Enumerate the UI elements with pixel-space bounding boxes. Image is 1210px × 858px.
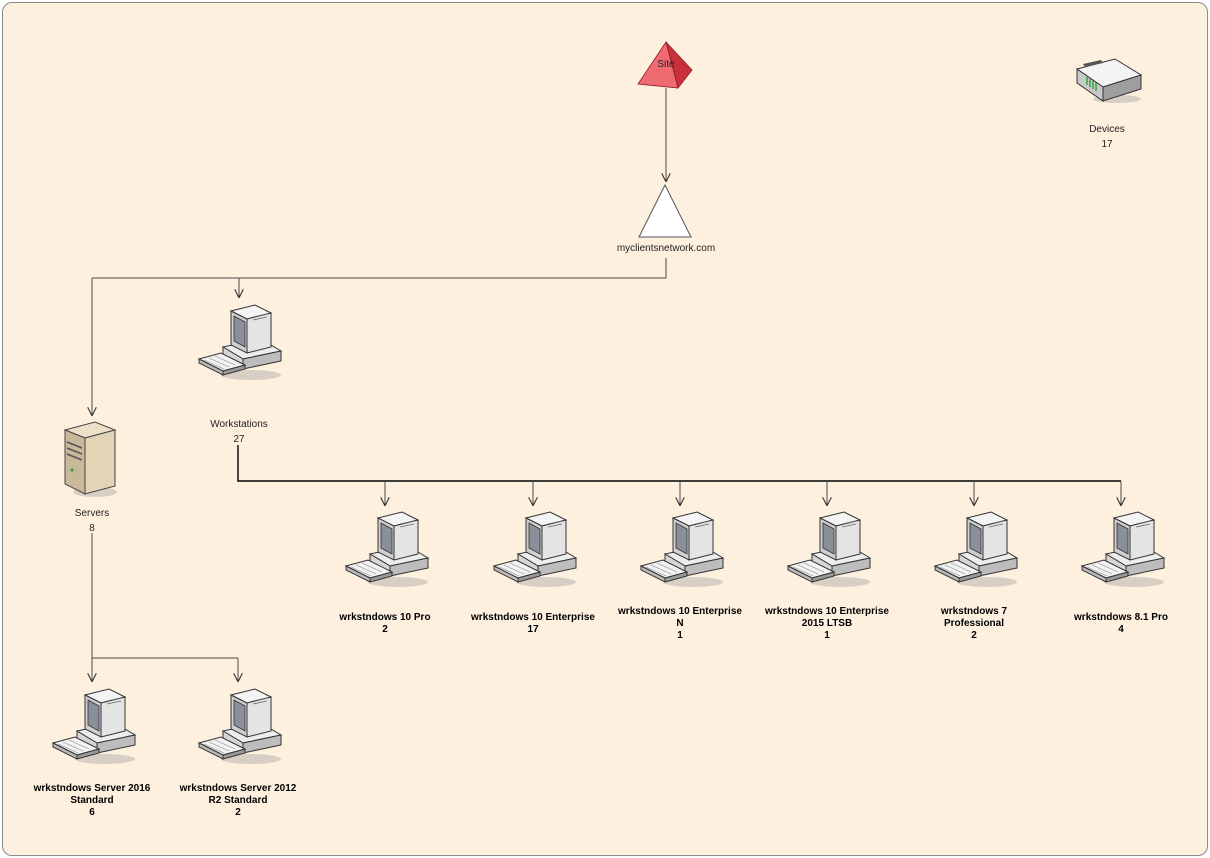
workstation-icon[interactable]	[637, 508, 727, 590]
workstation-icon[interactable]	[1078, 508, 1168, 590]
workstation-icon[interactable]	[195, 301, 285, 383]
workstation-icon[interactable]	[342, 508, 432, 590]
servers-bus	[91, 533, 238, 659]
workstation-icon[interactable]	[490, 508, 580, 590]
connector-lines	[3, 88, 1208, 856]
workstation-icon[interactable]	[195, 685, 285, 767]
site-label: Site	[657, 59, 675, 70]
site-pyramid-icon[interactable]	[636, 40, 694, 90]
domain-label: myclientsnetwork.com	[616, 243, 716, 254]
server-tower-icon[interactable]	[59, 418, 121, 500]
workstation-icon[interactable]	[49, 685, 139, 767]
workstations-bus	[237, 445, 1121, 482]
domain-triangle-icon[interactable]	[637, 183, 693, 239]
network-device-icon[interactable]	[1073, 55, 1145, 105]
workstation-icon[interactable]	[931, 508, 1021, 590]
connector-domain-branch	[92, 258, 667, 279]
workstation-icon[interactable]	[784, 508, 874, 590]
